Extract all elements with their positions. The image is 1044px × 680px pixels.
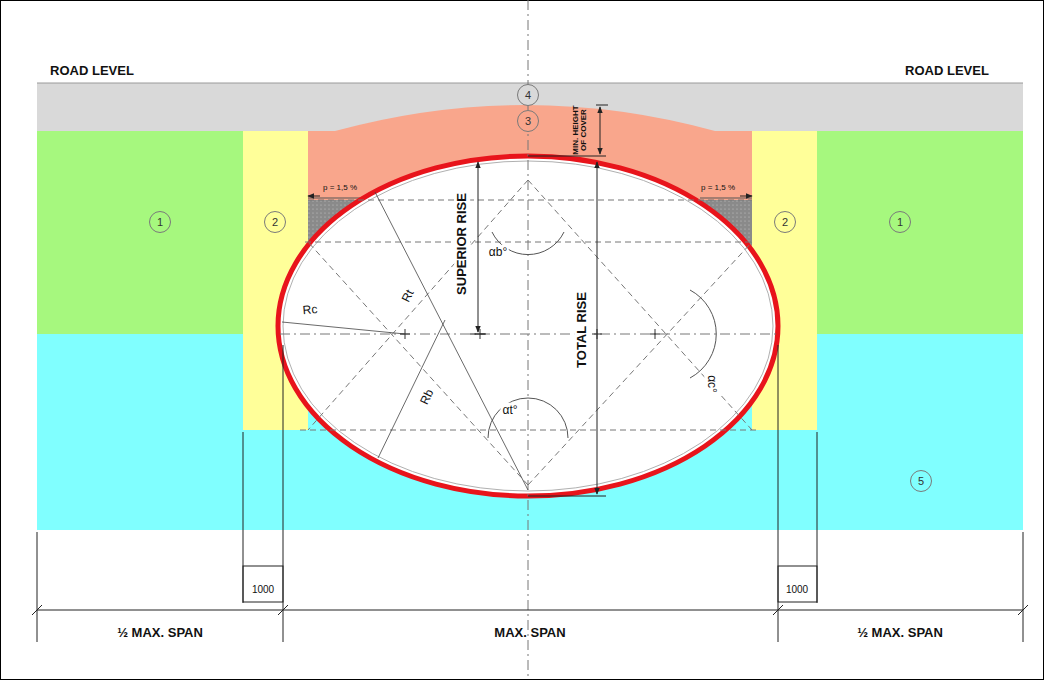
callout-circle: 1 bbox=[149, 211, 171, 233]
callout-number: 3 bbox=[525, 116, 531, 127]
radius-label: Rc bbox=[300, 302, 320, 318]
construction-lines bbox=[280, 0, 778, 680]
callout-circle: 2 bbox=[264, 211, 286, 233]
level-label: ROAD LEVEL bbox=[50, 64, 134, 78]
callout-number: 4 bbox=[525, 90, 531, 101]
slope-label: p = 1,5 % bbox=[323, 184, 357, 192]
dimension-label: MIN. HEIGHT OF COVER bbox=[572, 102, 589, 158]
callout-number: 2 bbox=[782, 217, 788, 228]
road-layer bbox=[37, 83, 1023, 131]
callout-circle: 5 bbox=[910, 470, 932, 492]
callout-circle: 1 bbox=[889, 211, 911, 233]
dimension-label: SUPERIOR RISE bbox=[454, 191, 470, 297]
soil-layers bbox=[37, 83, 1023, 530]
span-label: ½ MAX. SPAN bbox=[117, 626, 203, 640]
angle-label: αb° bbox=[487, 245, 509, 260]
span-label: MAX. SPAN bbox=[494, 626, 565, 640]
callout-number: 1 bbox=[897, 217, 903, 228]
callout-number: 2 bbox=[272, 217, 278, 228]
angle-label: αc° bbox=[705, 373, 720, 395]
callout-circle: 4 bbox=[517, 84, 539, 106]
dimension-label: TOTAL RISE bbox=[574, 290, 590, 370]
span-label: ½ MAX. SPAN bbox=[857, 626, 943, 640]
dimension-value: 1000 bbox=[252, 585, 274, 596]
level-label: ROAD LEVEL bbox=[905, 64, 989, 78]
callout-circle: 2 bbox=[774, 211, 796, 233]
natural-ground bbox=[817, 131, 1023, 334]
top-backfill-hump bbox=[335, 105, 715, 131]
callout-number: 5 bbox=[918, 476, 924, 487]
radius-lines bbox=[282, 192, 528, 490]
callout-circle: 3 bbox=[517, 110, 539, 132]
callout-number: 1 bbox=[157, 217, 163, 228]
dimension-lines bbox=[32, 105, 1028, 642]
natural-ground bbox=[37, 131, 243, 334]
angle-label: αt° bbox=[500, 403, 519, 418]
slope-label: p = 1,5 % bbox=[701, 184, 735, 192]
dimension-value: 1000 bbox=[786, 585, 808, 596]
